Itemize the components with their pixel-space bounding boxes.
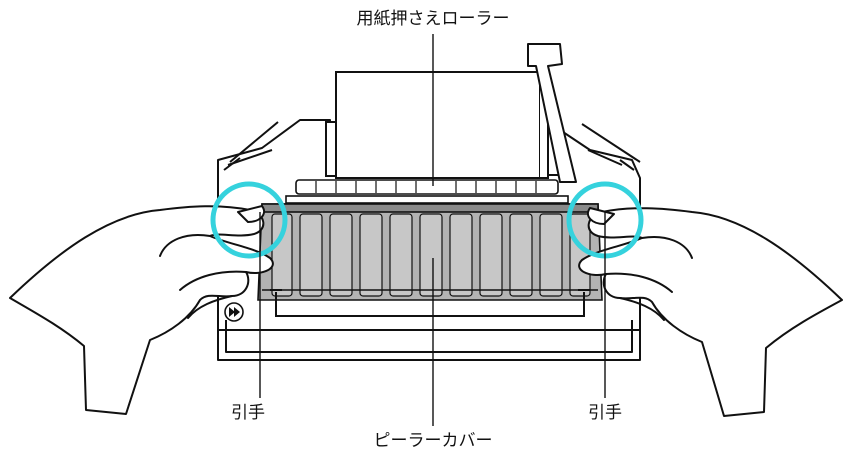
label-peeler-cover: ピーラーカバー	[374, 431, 493, 451]
side-flap-left	[223, 121, 279, 171]
peeler-cover	[257, 203, 603, 301]
feed-button[interactable]	[224, 302, 244, 322]
label-handle-right: 引手	[588, 403, 622, 423]
paper-hold-roller	[285, 179, 569, 204]
left-hand	[9, 205, 274, 415]
paper-roll	[325, 71, 549, 179]
label-paper-hold-roller: 用紙押さえローラー	[357, 9, 510, 29]
side-flap-right	[581, 123, 641, 171]
double-triangle-icon	[229, 307, 240, 317]
leader-lines	[259, 34, 606, 426]
handle-highlight-left	[210, 181, 288, 259]
paper-guide-lever	[527, 43, 577, 183]
right-hand	[578, 207, 843, 417]
label-handle-left: 引手	[231, 403, 265, 423]
paper-exit-slot	[270, 289, 590, 317]
